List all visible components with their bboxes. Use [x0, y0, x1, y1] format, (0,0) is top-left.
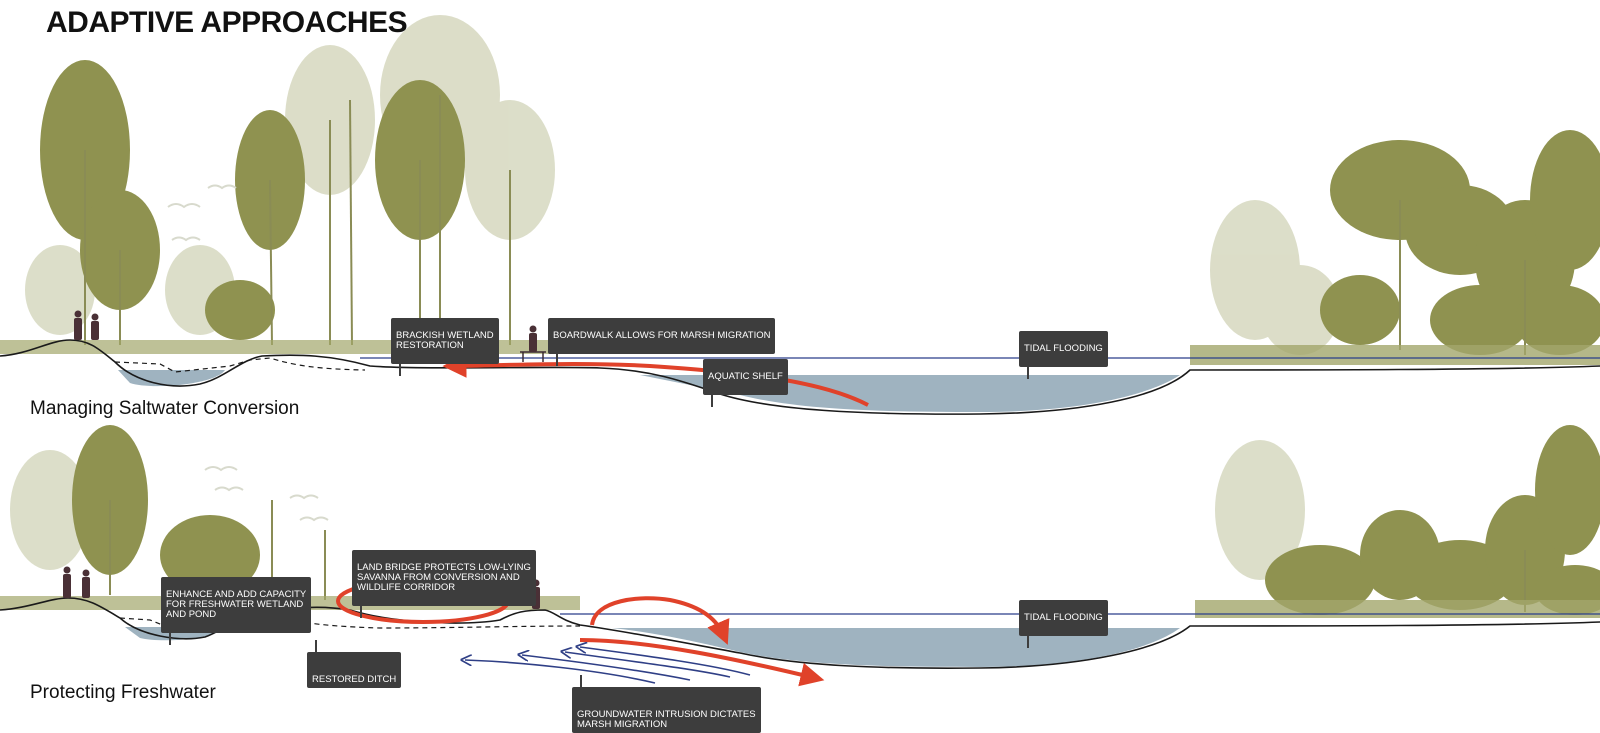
- callout-land-bridge: LAND BRIDGE PROTECTS LOW-LYING SAVANNA F…: [352, 550, 536, 618]
- callout-tidal-flooding-top: TIDAL FLOODING: [1019, 331, 1108, 379]
- callout-text: TIDAL FLOODING: [1024, 612, 1103, 623]
- callout-tail: [580, 675, 582, 687]
- tree-group-pale-bottom: [10, 440, 1305, 580]
- callout-tail: [360, 606, 362, 618]
- callout-text: RESTORED DITCH: [312, 674, 397, 685]
- callout-tail: [1027, 636, 1029, 648]
- people-top: [74, 310, 537, 352]
- section-label-freshwater: Protecting Freshwater: [30, 682, 216, 703]
- callout-brackish-wetland: BRACKISH WETLAND RESTORATION: [391, 318, 499, 376]
- callout-text: BRACKISH WETLAND RESTORATION: [396, 330, 494, 351]
- section-label-saltwater: Managing Saltwater Conversion: [30, 398, 300, 419]
- tree-trunks-top: [84, 95, 1526, 355]
- red-arrow-bottom-slope: [579, 638, 825, 687]
- callout-tail: [169, 633, 171, 645]
- ground-line-top: [0, 339, 1600, 415]
- birds-top: [167, 184, 237, 242]
- red-arrow-top: [442, 353, 869, 407]
- callout-tidal-flooding-bottom: TIDAL FLOODING: [1019, 600, 1108, 648]
- callout-tail: [711, 395, 713, 407]
- callout-tail: [399, 364, 401, 376]
- callout-text: LAND BRIDGE PROTECTS LOW-LYING SAVANNA F…: [357, 562, 531, 593]
- tidal-water-bottom: [612, 628, 1180, 667]
- red-arrow-bottom-arc: [590, 596, 730, 645]
- callout-restored-ditch: RESTORED DITCH: [307, 640, 402, 688]
- callout-text: ENHANCE AND ADD CAPACITY FOR FRESHWATER …: [166, 589, 307, 620]
- page-title: ADAPTIVE APPROACHES: [46, 6, 408, 39]
- pond-water-top: [118, 370, 225, 387]
- groundwater-arrows: [465, 647, 751, 684]
- callout-freshwater-wetland: ENHANCE AND ADD CAPACITY FOR FRESHWATER …: [161, 577, 312, 645]
- ground-line-bottom: [0, 597, 1600, 669]
- tree-group-pale-top: [25, 15, 1340, 355]
- callout-aquatic-shelf: AQUATIC SHELF: [703, 359, 788, 407]
- callout-text: BOARDWALK ALLOWS FOR MARSH MIGRATION: [553, 330, 771, 341]
- callout-boardwalk: BOARDWALK ALLOWS FOR MARSH MIGRATION: [548, 318, 776, 366]
- birds-bottom: [204, 466, 329, 522]
- callout-tail: [315, 640, 317, 652]
- callout-tail: [556, 354, 558, 366]
- callout-groundwater-intrusion: GROUNDWATER INTRUSION DICTATES MARSH MIG…: [572, 675, 761, 733]
- callout-text: AQUATIC SHELF: [708, 371, 783, 382]
- existing-grade-top: [114, 357, 366, 373]
- bottom-section: [0, 425, 1600, 687]
- top-section: [0, 15, 1600, 415]
- tree-group-olive-top: [40, 60, 1600, 355]
- callout-text: GROUNDWATER INTRUSION DICTATES MARSH MIG…: [577, 709, 756, 730]
- callout-text: TIDAL FLOODING: [1024, 343, 1103, 354]
- callout-tail: [1027, 367, 1029, 379]
